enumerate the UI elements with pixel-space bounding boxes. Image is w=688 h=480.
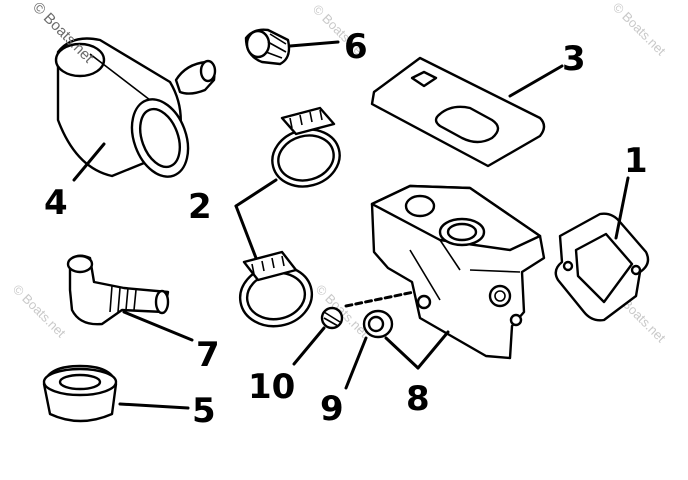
callout-7: 7 — [196, 335, 220, 375]
part-5-plug — [42, 364, 118, 423]
callout-9: 9 — [320, 389, 344, 429]
part-7-elbow-fitting — [66, 254, 170, 326]
part-8-housing — [370, 184, 546, 360]
callout-1: 1 — [624, 141, 648, 181]
callout-10: 10 — [248, 367, 295, 407]
leader-lines — [72, 40, 630, 410]
part-2-clamp-lower — [238, 250, 314, 328]
part-2-clamp-upper — [271, 106, 341, 188]
callout-4: 4 — [44, 183, 68, 223]
watermark-left-middle: © Boats.net — [10, 282, 69, 341]
callout-6: 6 — [344, 27, 368, 67]
part-10-nut — [320, 306, 344, 330]
callout-3: 3 — [562, 39, 586, 79]
callout-numbers: 1 2 3 4 5 6 7 8 9 10 — [44, 27, 648, 431]
part-1-gasket — [554, 212, 650, 322]
part-3-gasket — [370, 56, 546, 168]
part-9-grommet — [362, 309, 394, 339]
part-4-hose — [54, 37, 217, 178]
callout-8: 8 — [406, 379, 430, 419]
callout-5: 5 — [192, 391, 216, 431]
watermark-top-right: © Boats.net — [610, 0, 669, 59]
part-6-screw — [244, 28, 291, 66]
callout-2: 2 — [188, 187, 212, 227]
